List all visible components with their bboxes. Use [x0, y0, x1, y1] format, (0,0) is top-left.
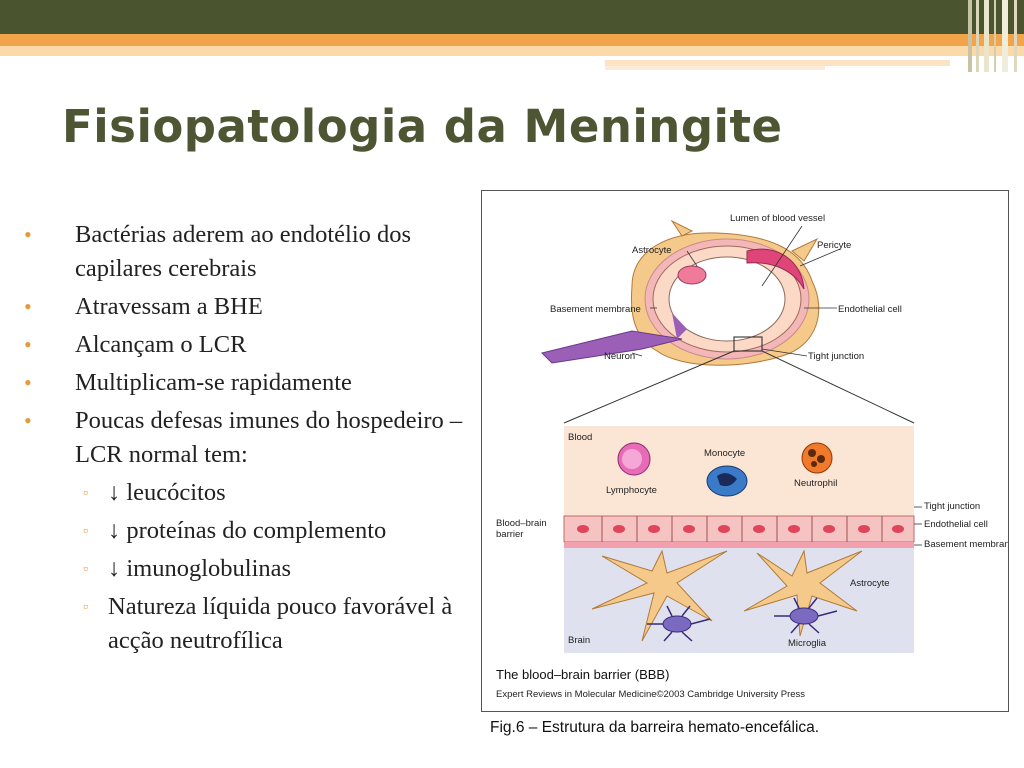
label-basement-membrane: Basement membrane	[924, 539, 1008, 550]
bullet-text: Atravessam a BHE	[75, 293, 263, 320]
square-bullet-icon: ▫	[83, 553, 88, 587]
bullet-text: Bactérias aderem ao endotélio dos capila…	[75, 221, 411, 282]
sub-bullet-item: ▫ Natureza líquida pouco favorável à acçã…	[24, 590, 474, 658]
sub-bullet-text: Natureza líquida pouco favorável à acção…	[108, 593, 452, 654]
label-lymphocyte: Lymphocyte	[606, 485, 657, 496]
label-tight-junction-top: Tight junction	[808, 351, 864, 362]
label-blood: Blood	[568, 432, 592, 443]
header-stripe	[605, 66, 825, 70]
neutrophil-icon	[802, 443, 832, 473]
figure-caption: Fig.6 – Estrutura da barreira hemato-enc…	[490, 719, 819, 737]
label-endothelial-top: Endothelial cell	[838, 304, 902, 315]
bullet-text: Multiplicam-se rapidamente	[75, 369, 352, 396]
lymphocyte-icon	[618, 443, 650, 475]
label-astrocyte-bottom: Astrocyte	[850, 578, 890, 589]
bullet-item: • Bactérias aderem ao endotélio dos capil…	[24, 218, 474, 286]
monocyte-icon	[707, 466, 747, 496]
bullet-dot-icon: •	[24, 328, 32, 362]
label-microglia: Microglia	[788, 638, 827, 649]
capillary-cross-section	[542, 221, 914, 423]
bbb-figure: Lumen of blood vessel Astrocyte Pericyte…	[481, 190, 1009, 712]
figure-footer-title: The blood–brain barrier (BBB)	[496, 667, 669, 682]
bbb-detail	[564, 426, 914, 653]
label-basement-membrane-top: Basement membrane	[550, 304, 641, 315]
header-dark-band	[0, 0, 1024, 34]
bbb-diagram: Lumen of blood vessel Astrocyte Pericyte…	[482, 191, 1008, 711]
sub-bullet-text: ↓ proteínas do complemento	[108, 517, 386, 544]
bullet-dot-icon: •	[24, 404, 32, 438]
label-tight-junction: Tight junction	[924, 501, 980, 512]
bullet-item: • Multiplicam-se rapidamente	[24, 366, 474, 400]
square-bullet-icon: ▫	[83, 515, 88, 549]
sub-bullet-text: ↓ imunoglobulinas	[108, 555, 291, 582]
slide-title: Fisiopatologia da Meningite	[62, 100, 783, 153]
label-monocyte: Monocyte	[704, 448, 745, 459]
label-brain: Brain	[568, 635, 590, 646]
square-bullet-icon: ▫	[83, 591, 88, 625]
bullet-item: • Atravessam a BHE	[24, 290, 474, 324]
figure-credit: Expert Reviews in Molecular Medicine©200…	[496, 689, 805, 700]
bullet-dot-icon: •	[24, 290, 32, 324]
bullet-dot-icon: •	[24, 366, 32, 400]
bullet-item: • Poucas defesas imunes do hospedeiro – L…	[24, 404, 474, 472]
sub-bullet-item: ▫ ↓ proteínas do complemento	[24, 514, 474, 548]
bullet-text: Poucas defesas imunes do hospedeiro – LC…	[75, 407, 462, 468]
label-bbb-line2: barrier	[496, 529, 523, 540]
bullet-list: • Bactérias aderem ao endotélio dos capil…	[24, 218, 474, 662]
bullet-dot-icon: •	[24, 218, 32, 252]
label-neutrophil: Neutrophil	[794, 478, 837, 489]
label-pericyte: Pericyte	[817, 240, 851, 251]
sub-bullet-item: ▫ ↓ imunoglobulinas	[24, 552, 474, 586]
label-endothelial-cell: Endothelial cell	[924, 519, 988, 530]
label-bbb-line1: Blood–brain	[496, 518, 547, 529]
label-neuron: Neuron	[604, 351, 635, 362]
sub-bullet-item: ▫ ↓ leucócitos	[24, 476, 474, 510]
label-lumen: Lumen of blood vessel	[730, 213, 825, 224]
header-orange-band	[0, 34, 1024, 46]
corner-decoration	[964, 0, 1024, 72]
label-astrocyte-top: Astrocyte	[632, 245, 672, 256]
bullet-item: • Alcançam o LCR	[24, 328, 474, 362]
square-bullet-icon: ▫	[83, 477, 88, 511]
header-light-band	[0, 46, 1024, 56]
sub-bullet-text: ↓ leucócitos	[108, 479, 226, 506]
bullet-text: Alcançam o LCR	[75, 331, 246, 358]
